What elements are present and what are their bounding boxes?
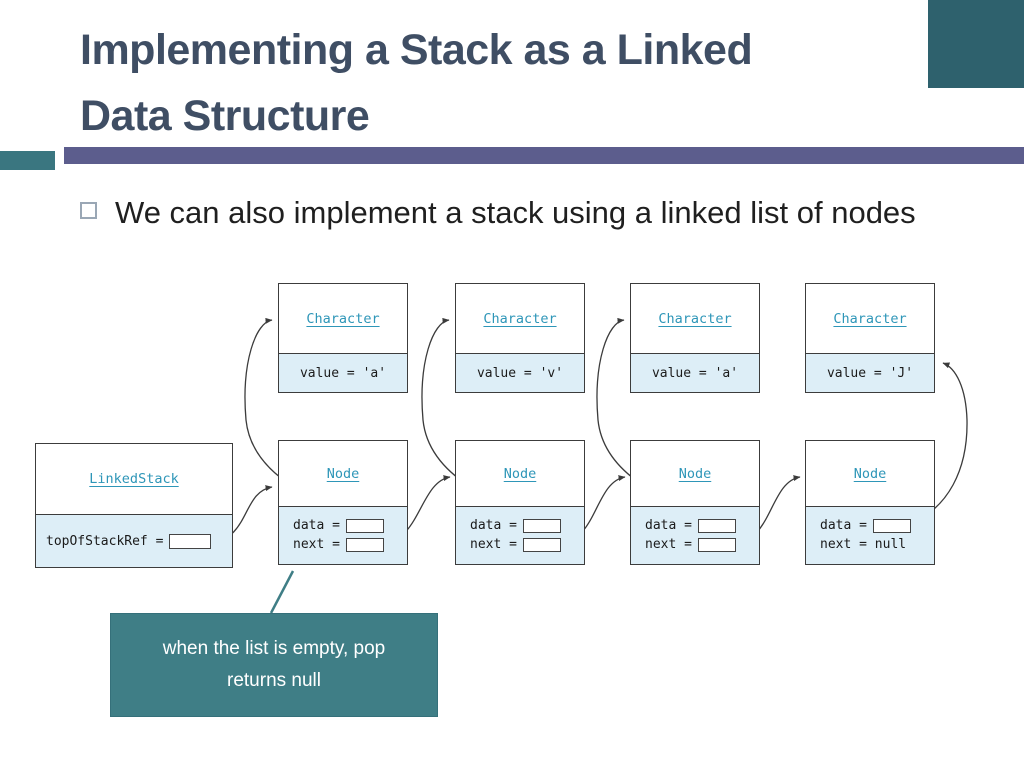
- callout-box: when the list is empty, pop returns null: [110, 613, 438, 717]
- node-box-1: Node data = next =: [278, 440, 408, 565]
- node-box-3: Node data = next =: [630, 440, 760, 565]
- node4-data-label: data =: [820, 518, 867, 533]
- slide-title-line2: Data Structure: [80, 91, 370, 140]
- bullet-text: We can also implement a stack using a li…: [115, 195, 916, 230]
- character2-class-name: Character: [483, 310, 557, 327]
- character1-value: value = 'a': [299, 365, 387, 381]
- node1-data-label: data =: [293, 518, 340, 533]
- linkedstack-box: LinkedStack topOfStackRef =: [35, 443, 233, 568]
- callout-text-line2: returns null: [227, 670, 321, 691]
- node3-data-pointer-box: [697, 518, 736, 533]
- node1-class-name: Node: [326, 465, 360, 482]
- node3-data-field: data =: [631, 516, 759, 535]
- node3-data-label: data =: [645, 518, 692, 533]
- node2-class-name: Node: [503, 465, 537, 482]
- node1-data-field: data =: [279, 516, 407, 535]
- slide-title-line1: Implementing a Stack as a Linked: [80, 26, 753, 74]
- node4-data-pointer-box: [872, 518, 911, 533]
- character-box-2: Character value = 'v': [455, 283, 585, 393]
- node3-class-name: Node: [678, 465, 712, 482]
- character-box-4: Character value = 'J': [805, 283, 935, 393]
- character4-class-name: Character: [833, 310, 907, 327]
- node2-next-field: next =: [456, 535, 584, 554]
- node1-next-label: next =: [293, 537, 340, 552]
- character4-value: value = 'J': [826, 365, 914, 381]
- node2-data-field: data =: [456, 516, 584, 535]
- node3-next-label: next =: [645, 537, 692, 552]
- node2-data-label: data =: [470, 518, 517, 533]
- node2-data-pointer-box: [522, 518, 561, 533]
- topofstackref-field: topOfStackRef =: [36, 533, 212, 549]
- node1-next-field: next =: [279, 535, 407, 554]
- title-underline-bar: [64, 147, 1024, 164]
- topofstackref-pointer-box: [169, 533, 212, 549]
- callout-text-line1: when the list is empty, pop: [162, 637, 386, 659]
- character-box-3: Character value = 'a': [630, 283, 760, 393]
- linkedstack-class-name: LinkedStack: [89, 471, 179, 487]
- character-box-1: Character value = 'a': [278, 283, 408, 393]
- topofstackref-label: topOfStackRef =: [46, 533, 164, 549]
- character1-class-name: Character: [306, 310, 380, 327]
- bullet-marker: [80, 202, 97, 219]
- node2-next-label: next =: [470, 537, 517, 552]
- callout-connector-line: [269, 570, 295, 614]
- title-underline-accent: [0, 151, 55, 170]
- linkedstack-fields: topOfStackRef =: [36, 514, 232, 567]
- node4-data-field: data =: [806, 516, 934, 535]
- node1-data-pointer-box: [345, 518, 384, 533]
- node-box-2: Node data = next =: [455, 440, 585, 565]
- node4-class-name: Node: [853, 465, 887, 482]
- node4-next-field: next = null: [806, 535, 934, 554]
- character2-value: value = 'v': [476, 365, 564, 381]
- character3-value: value = 'a': [651, 365, 739, 381]
- node3-next-field: next =: [631, 535, 759, 554]
- node-box-4: Node data = next = null: [805, 440, 935, 565]
- linkedstack-header: LinkedStack: [36, 444, 232, 514]
- node4-next-label: next = null: [820, 537, 907, 552]
- corner-decoration-square: [928, 0, 1024, 88]
- slide-title: Implementing a Stack as a Linked Data St…: [80, 18, 940, 150]
- node3-next-pointer-box: [697, 537, 736, 552]
- node2-next-pointer-box: [522, 537, 561, 552]
- character3-class-name: Character: [658, 310, 732, 327]
- node1-next-pointer-box: [345, 537, 384, 552]
